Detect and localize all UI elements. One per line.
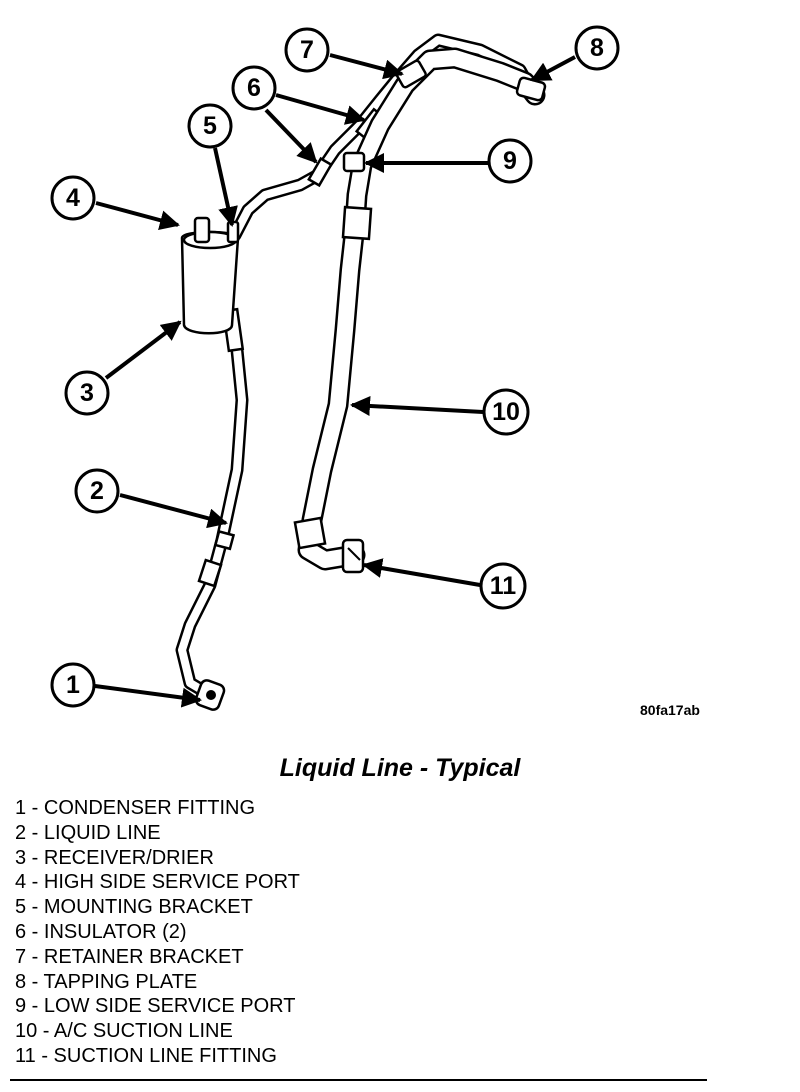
tapping-plate: [515, 76, 547, 102]
leader-7: [329, 53, 404, 80]
callout-1: 1: [50, 662, 96, 708]
bottom-rule: [10, 1079, 707, 1081]
legend-item: 8 - TAPPING PLATE: [15, 970, 198, 993]
leader-10: [350, 395, 484, 416]
figure-code: 80fa17ab: [640, 702, 700, 718]
leader-lines: [94, 53, 576, 708]
callout-10: 10: [482, 388, 530, 436]
svg-text:8: 8: [590, 34, 604, 62]
retainer-bracket: [395, 59, 427, 89]
suction-line: [293, 47, 546, 571]
svg-text:6: 6: [247, 74, 261, 102]
mounting-bracket: [226, 220, 240, 244]
svg-text:3: 3: [80, 379, 94, 407]
svg-text:2: 2: [90, 477, 104, 505]
suction-line-fitting: [341, 538, 365, 574]
high-side-service-port: [193, 216, 211, 244]
callout-7: 7: [284, 27, 330, 73]
leader-5: [213, 147, 238, 227]
legend-item: 3 - RECEIVER/DRIER: [15, 846, 214, 869]
legend-item: 5 - MOUNTING BRACKET: [15, 896, 253, 919]
callout-9: 9: [487, 138, 533, 184]
figure-caption: Liquid Line - Typical: [279, 754, 521, 782]
svg-text:1: 1: [66, 671, 80, 699]
legend-list: 1 - CONDENSER FITTING 2 - LIQUID LINE 3 …: [15, 796, 300, 1069]
callout-6: 6: [231, 65, 277, 111]
leader-2: [119, 493, 228, 529]
callout-2: 2: [74, 468, 120, 514]
legend-item: 9 - LOW SIDE SERVICE PORT: [15, 995, 296, 1018]
liquid-line-upper: [228, 33, 537, 242]
leader-6b: [264, 108, 318, 164]
leader-3: [104, 320, 182, 380]
leader-8: [530, 55, 576, 82]
leader-4: [95, 201, 180, 230]
callout-5: 5: [187, 103, 233, 149]
receiver-drier: [180, 216, 240, 335]
legend-item: 10 - A/C SUCTION LINE: [15, 1020, 233, 1043]
leader-6a: [275, 93, 366, 125]
svg-text:4: 4: [66, 184, 80, 212]
svg-text:5: 5: [203, 112, 217, 140]
liquid-line-diagram: 1 2 3 4 5 6 7 8 9 10 11: [50, 25, 620, 711]
legend-item: 7 - RETAINER BRACKET: [15, 945, 244, 968]
legend-item: 6 - INSULATOR (2): [15, 920, 187, 943]
legend-item: 4 - HIGH SIDE SERVICE PORT: [15, 871, 300, 894]
callout-4: 4: [50, 175, 96, 221]
legend-item: 2 - LIQUID LINE: [15, 821, 161, 844]
svg-text:10: 10: [492, 398, 520, 426]
callout-8: 8: [574, 25, 620, 71]
callout-11: 11: [479, 562, 527, 610]
legend-item: 11 - SUCTION LINE FITTING: [15, 1044, 277, 1067]
svg-text:9: 9: [503, 147, 517, 175]
callout-3: 3: [64, 370, 110, 416]
svg-text:11: 11: [490, 572, 517, 600]
svg-text:7: 7: [300, 36, 314, 64]
legend-item: 1 - CONDENSER FITTING: [15, 797, 256, 819]
leader-11: [362, 558, 481, 587]
leader-1: [94, 684, 202, 708]
low-side-service-port: [342, 151, 366, 173]
